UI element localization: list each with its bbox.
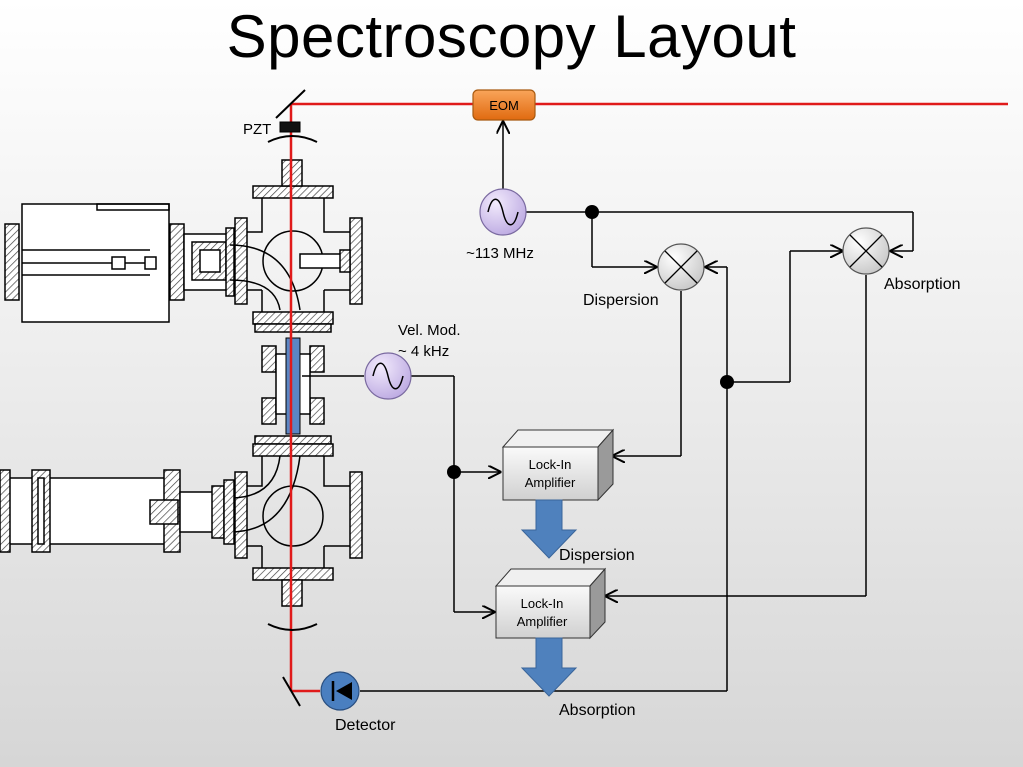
rf-junction-dot bbox=[585, 205, 599, 219]
absorption-output-label: Absorption bbox=[559, 702, 636, 719]
dispersion-output-label: Dispersion bbox=[559, 547, 635, 564]
velmod-junction-dot bbox=[447, 465, 461, 479]
mirrors bbox=[267, 89, 318, 707]
velmod-label: Vel. Mod. bbox=[398, 322, 461, 339]
sine-wave-icon bbox=[372, 362, 404, 390]
top-cavity-mirror bbox=[267, 135, 318, 143]
laser-beam bbox=[289, 102, 1008, 693]
pzt-label: PZT bbox=[243, 121, 271, 138]
modulated-cell bbox=[285, 337, 301, 435]
detector bbox=[320, 671, 360, 711]
rf-oscillator bbox=[479, 188, 527, 236]
lockin2-label-line1: Lock-In bbox=[521, 596, 564, 611]
sine-wave-icon bbox=[487, 198, 519, 226]
top-mirror bbox=[275, 89, 306, 119]
lockin1-label-line1: Lock-In bbox=[529, 457, 572, 472]
page-title: Spectroscopy Layout bbox=[226, 3, 797, 70]
rf-frequency-label: ~113 MHz bbox=[466, 245, 534, 262]
photodiode-icon bbox=[336, 682, 352, 700]
dispersion-mixer bbox=[657, 243, 705, 291]
pzt-actuator bbox=[279, 121, 301, 133]
absorption-mixer-label: Absorption bbox=[884, 276, 961, 293]
bottom-cavity-mirror bbox=[267, 623, 318, 631]
absorption-output-arrow bbox=[520, 637, 578, 697]
velmod-frequency-label: ~ 4 kHz bbox=[398, 343, 449, 360]
dispersion-output-arrow bbox=[520, 499, 578, 559]
lockin2-label-line2: Amplifier bbox=[517, 614, 568, 629]
eom: EOM bbox=[472, 89, 536, 121]
signal-wires bbox=[302, 122, 914, 692]
vacuum-apparatus bbox=[0, 159, 363, 607]
velmod-oscillator bbox=[364, 352, 412, 400]
lockin1-label-line2: Amplifier bbox=[525, 475, 576, 490]
lockin-amplifier-absorption: Lock-In Amplifier bbox=[494, 567, 607, 640]
detector-label: Detector bbox=[335, 717, 396, 734]
bottom-mirror bbox=[282, 676, 301, 707]
dispersion-mixer-label: Dispersion bbox=[583, 292, 659, 309]
eom-label: EOM bbox=[489, 98, 519, 113]
detector-junction-dot bbox=[720, 375, 734, 389]
absorption-mixer bbox=[842, 227, 890, 275]
lockin-amplifier-dispersion: Lock-In Amplifier bbox=[501, 428, 615, 502]
